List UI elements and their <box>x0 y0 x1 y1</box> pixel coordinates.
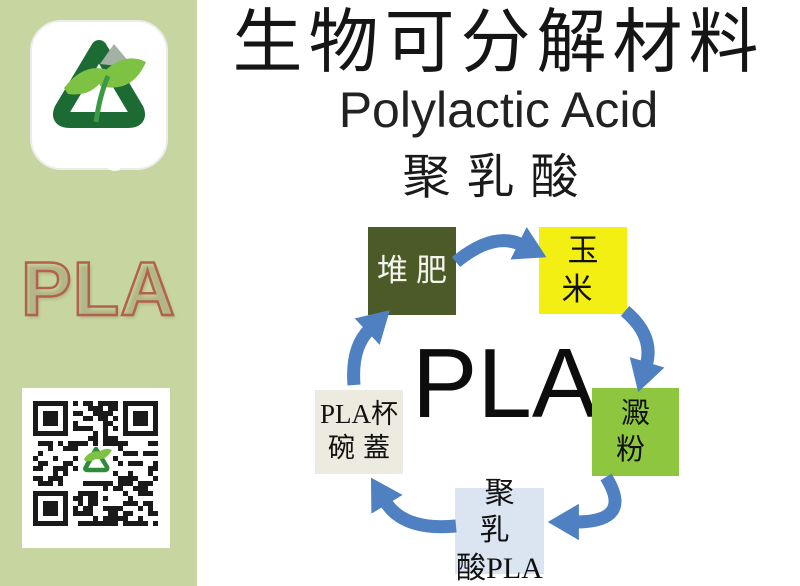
cycle-node-pla-cup-bowl-lid: PLA杯 碗蓋 <box>315 390 403 474</box>
node-label: 玉米 <box>561 232 611 307</box>
qr-pattern <box>33 401 158 526</box>
node-label-line2: 酸PLA <box>456 551 543 585</box>
recycle-icon <box>30 20 168 171</box>
subtitle-english: Polylactic Acid <box>338 82 659 138</box>
node-label-line2: 碗蓋 <box>328 433 398 463</box>
sidebar: PLA <box>0 0 197 586</box>
node-label: 堆肥 <box>377 252 455 288</box>
recycle-leaves-logo <box>28 18 170 178</box>
subtitle-chinese: 聚乳酸 <box>402 151 595 204</box>
cycle-node-starch: 澱粉 <box>592 388 679 476</box>
page-title: 生物可分解材料 <box>232 5 765 82</box>
arrow-compost-to-corn <box>451 226 547 268</box>
node-label: 澱粉 <box>615 397 660 466</box>
cycle-center-label: PLA <box>412 328 598 438</box>
arrow-pla-to-cup <box>370 477 457 534</box>
arrow-corn-to-starch <box>620 306 665 393</box>
node-label-line1: 聚乳 <box>479 476 525 548</box>
qr-code <box>22 388 170 548</box>
node-label-line1: PLA杯 <box>319 399 398 430</box>
arrow-cup-to-compost <box>347 310 390 386</box>
cycle-node-polylactic-acid: 聚乳 酸PLA <box>455 477 544 585</box>
arrow-starch-to-pla <box>547 473 622 541</box>
sidebar-pla-label: PLA <box>20 247 177 332</box>
cycle-node-corn: 玉米 <box>539 227 627 314</box>
cycle-node-compost: 堆肥 <box>368 227 456 315</box>
